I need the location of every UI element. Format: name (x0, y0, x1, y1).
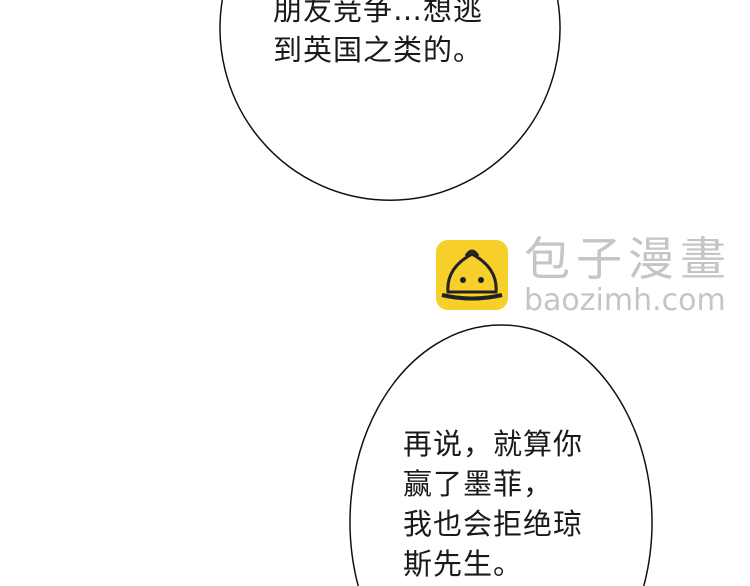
bubble-top-text: 朋友竞争…想逃 到英国之类的。 (273, 0, 483, 70)
speech-bubble-top (219, 0, 561, 201)
text-line: 斯先生。 (403, 547, 524, 581)
text-line: 赢了墨菲， (403, 467, 554, 501)
bubble-bottom-text: 再说，就算你 赢了墨菲， 我也会拒绝琼 斯先生。 (403, 424, 583, 584)
speech-bubble-bottom (349, 324, 653, 586)
text-line: 再说，就算你 (403, 427, 584, 461)
text-line: 朋友竞争…想逃 (273, 0, 484, 27)
bun-logo-icon (436, 240, 508, 310)
text-line: 到英国之类的。 (273, 33, 484, 67)
watermark-title: 包子漫畫 (524, 232, 732, 286)
text-line: 我也会拒绝琼 (403, 507, 584, 541)
watermark-site: baozimh.com (524, 283, 726, 318)
